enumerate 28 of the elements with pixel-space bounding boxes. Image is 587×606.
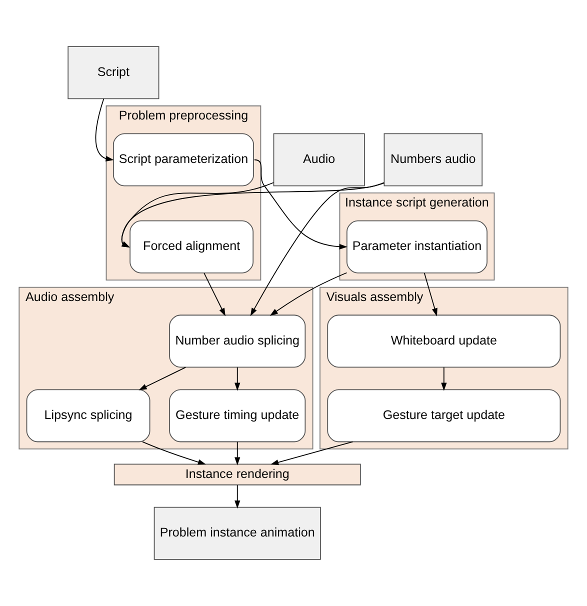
arrow [121,182,274,248]
arrow [254,159,348,250]
arrow [270,441,354,466]
node-box: Audio [273,133,365,186]
node-box: Problem instance animation [154,506,321,560]
node-box: Parameter instantiation [346,220,488,274]
arrow [250,182,385,316]
arrow [121,182,385,248]
arrow [270,272,348,316]
node-box: Script [68,46,160,100]
arrow [441,367,447,391]
arrow [204,272,226,316]
arrow [138,366,186,390]
node-box: Forced alignment [130,220,254,274]
node-box: Gesture target update [327,389,561,442]
node-box: Lipsync splicing [26,389,150,442]
node-box: Whiteboard update [327,314,561,368]
arrow [142,441,206,465]
node-box: Gesture timing update [169,389,306,442]
arrow [234,367,240,391]
arrow [234,441,240,466]
arrow [234,484,240,509]
arrow [424,272,438,316]
node-box: Number audio splicing [169,314,306,368]
node-box: Script parameterization [112,133,254,186]
node-box: Numbers audio [384,133,483,186]
arrow [95,98,114,162]
node-box: Instance rendering [114,464,361,486]
